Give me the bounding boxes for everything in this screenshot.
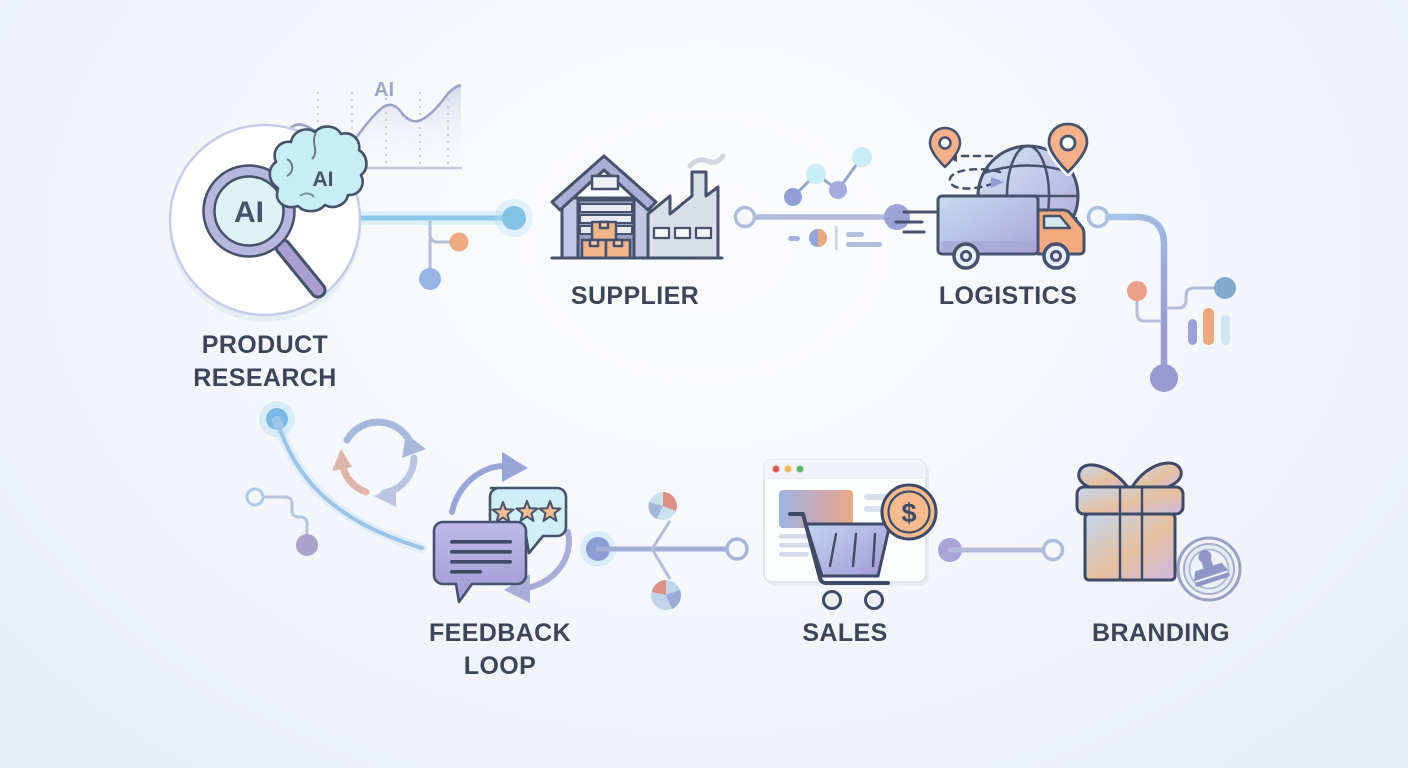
- hollow-dot: [1041, 538, 1065, 562]
- pin-icon-small: [928, 126, 962, 169]
- smoke: [687, 153, 726, 169]
- warehouse-icon: [550, 154, 658, 260]
- hollow-dot: [1086, 205, 1110, 229]
- orange-dot: [449, 232, 469, 252]
- traffic-dot-red: [772, 465, 780, 473]
- speed-lines: [894, 210, 938, 234]
- connector-logistics-down: [1086, 205, 1236, 392]
- label-line: FEEDBACK: [428, 619, 572, 647]
- truck-icon: [894, 194, 1086, 270]
- feedback-loop-icon: [432, 452, 572, 604]
- hollow-dot: [733, 205, 757, 229]
- label-line: SUPPLIER: [570, 282, 700, 310]
- branding-icon: [1075, 461, 1242, 602]
- dollar-coin-icon: $: [880, 483, 938, 541]
- connector-research-supplier: [345, 199, 533, 237]
- swap-arrows: [449, 452, 572, 603]
- supplier-label: SUPPLIER: [535, 280, 735, 313]
- label-line: LOGISTICS: [938, 282, 1078, 310]
- recycle-arrows-icon: [332, 418, 426, 507]
- blue-dot: [1214, 277, 1236, 299]
- circuit-trace-top: [419, 221, 469, 290]
- label-line: PRODUCT: [201, 331, 329, 359]
- circuit-trace-bottom: [245, 487, 318, 556]
- node-dot: [1150, 364, 1178, 392]
- pin-icon-large: [1045, 120, 1091, 176]
- traffic-dot-green: [796, 465, 804, 473]
- mini-legend-decor: [788, 226, 882, 250]
- ai-brain-icon: AI: [268, 125, 368, 213]
- mini-line-chart-decor: [784, 147, 872, 206]
- logistics-icon: [894, 120, 1091, 270]
- product-research-label: PRODUCT RESEARCH: [115, 329, 415, 395]
- trend-ai-label: AI: [374, 79, 394, 101]
- brain-ai-text: AI: [313, 168, 334, 191]
- ai-magnifier-icon: AI: [202, 164, 327, 299]
- route-arrow-right: [991, 177, 1004, 188]
- branch-lines: [650, 520, 672, 580]
- mini-bar-chart-decor: [1188, 308, 1230, 345]
- logistics-label: LOGISTICS: [908, 280, 1108, 313]
- node-dot: [502, 206, 526, 230]
- connector-sales-branding: [938, 538, 1065, 562]
- pie-blob-upper: [648, 492, 677, 520]
- label-line: SALES: [802, 619, 888, 647]
- label-line: RESEARCH: [193, 364, 337, 392]
- hollow-dot: [245, 487, 265, 507]
- gift-box-icon: [1075, 461, 1185, 582]
- connector-supplier-logistics: [733, 147, 910, 250]
- star-icon: [491, 500, 562, 523]
- product-research-node: AI AI: [168, 123, 368, 322]
- connector-feedback-sales: [580, 492, 749, 610]
- node-dot: [884, 204, 910, 230]
- shopping-cart-icon: [788, 512, 892, 610]
- chat-bubble-stars: [488, 486, 568, 555]
- traffic-dot-yellow: [784, 465, 792, 473]
- branding-label: BRANDING: [1061, 617, 1261, 650]
- factory-icon: [646, 153, 726, 260]
- label-line: BRANDING: [1092, 619, 1230, 647]
- hollow-dot: [725, 537, 749, 561]
- pie-blob-lower: [651, 580, 681, 610]
- chat-bubble-text: [432, 520, 528, 604]
- label-line: LOOP: [463, 652, 537, 680]
- orange-dot: [1127, 281, 1147, 301]
- sales-icon: $: [763, 459, 938, 610]
- lens-ai-text: AI: [234, 196, 264, 229]
- boxes-icon: [580, 220, 632, 260]
- connector-research-feedback: [259, 401, 427, 553]
- feedback-loop-label: FEEDBACK LOOP: [400, 617, 600, 683]
- node-dot: [266, 408, 288, 430]
- purple-dot: [296, 534, 318, 556]
- blue-dot: [419, 268, 441, 290]
- coin-dollar-text: $: [901, 498, 916, 528]
- banner: [779, 490, 853, 528]
- sales-label: SALES: [745, 617, 945, 650]
- circuit-branches: [1135, 286, 1214, 323]
- stamp-badge-icon: [1176, 536, 1242, 602]
- stamp-glyph: [1194, 550, 1230, 587]
- supplier-icon: [550, 153, 726, 260]
